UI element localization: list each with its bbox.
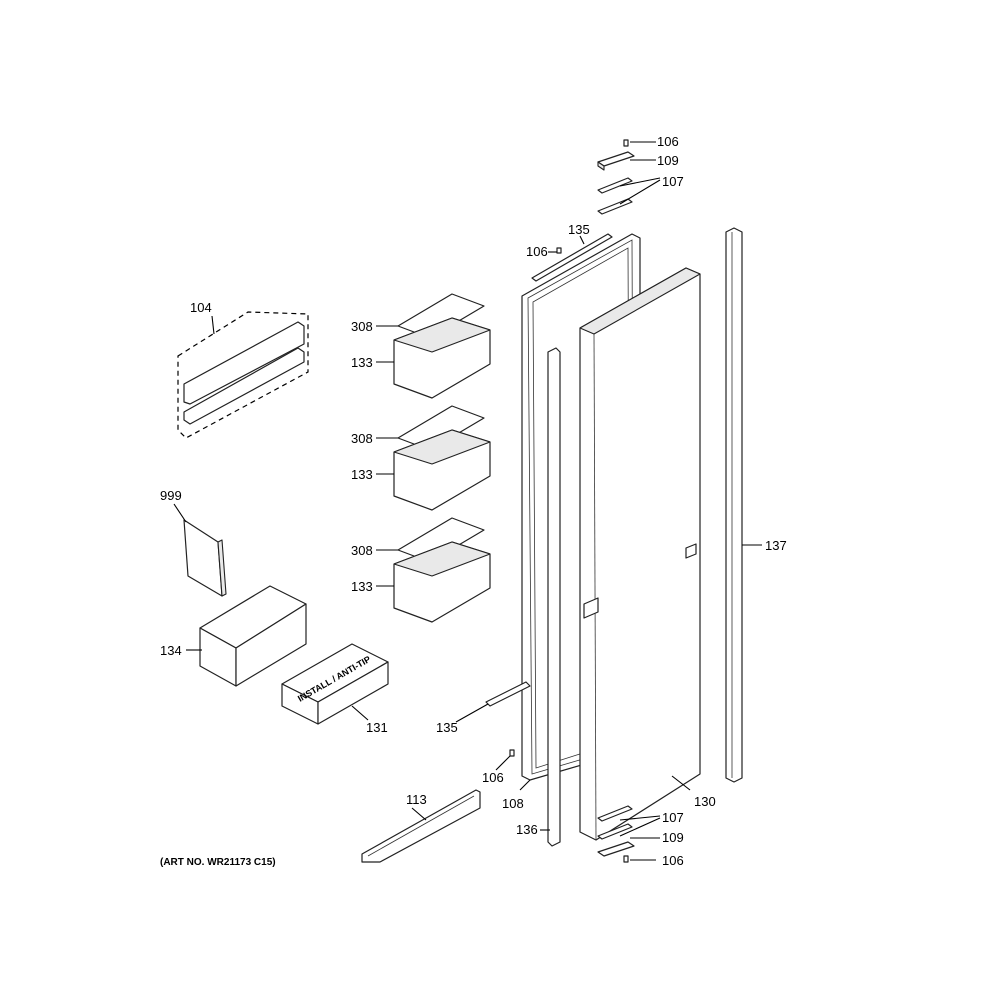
- callout-107-bottom: 107: [662, 810, 684, 825]
- part-131-install-box[interactable]: INSTALL / ANTI-TIP: [281, 643, 389, 725]
- part-133-bin-2[interactable]: [393, 429, 491, 511]
- callout-308-3: 308: [351, 543, 373, 558]
- part-130-door-panel[interactable]: [579, 267, 701, 841]
- part-104-trim-kit[interactable]: [177, 311, 309, 439]
- part-109-hinge-top[interactable]: [597, 151, 635, 171]
- callout-133-3: 133: [351, 579, 373, 594]
- callout-106-mid: 106: [526, 244, 548, 259]
- callout-130: 130: [694, 794, 716, 809]
- callout-104: 104: [190, 300, 212, 315]
- callout-133-2: 133: [351, 467, 373, 482]
- callout-135-bottom: 135: [436, 720, 458, 735]
- part-113-bracket[interactable]: [361, 789, 481, 863]
- part-133-bin-1[interactable]: [393, 317, 491, 399]
- part-107-shim-top-b[interactable]: [597, 198, 633, 215]
- callout-137: 137: [765, 538, 787, 553]
- art-number: (ART NO. WR21173 C15): [160, 857, 276, 868]
- part-106-screw-low[interactable]: [509, 749, 515, 757]
- part-107-shim-bottom-b[interactable]: [597, 823, 633, 840]
- part-137-side-trim[interactable]: [725, 227, 743, 783]
- callout-106-top: 106: [657, 134, 679, 149]
- callout-106-bottom: 106: [662, 853, 684, 868]
- part-999-manual[interactable]: [183, 519, 227, 597]
- part-134-box[interactable]: [199, 585, 307, 687]
- part-106-screw-mid[interactable]: [556, 247, 562, 254]
- callout-labels: 106 109 107 135 106 104 308 133 308 133 …: [160, 134, 787, 868]
- part-133-bin-3[interactable]: [393, 541, 491, 623]
- callout-131: 131: [366, 720, 388, 735]
- callout-107-top: 107: [662, 174, 684, 189]
- callout-135-top: 135: [568, 222, 590, 237]
- callout-109-bottom: 109: [662, 830, 684, 845]
- leader-lines: [173, 141, 762, 861]
- callout-308-1: 308: [351, 319, 373, 334]
- callout-113: 113: [406, 792, 427, 807]
- part-136-side-trim[interactable]: [547, 347, 561, 847]
- callout-106-low: 106: [482, 770, 504, 785]
- callout-136: 136: [516, 822, 538, 837]
- part-135-top-trim[interactable]: [531, 233, 613, 282]
- part-107-shim-top-a[interactable]: [597, 177, 633, 194]
- part-107-shim-bottom-a[interactable]: [597, 805, 633, 822]
- callout-109-top: 109: [657, 153, 679, 168]
- callout-133-1: 133: [351, 355, 373, 370]
- part-106-screw-top[interactable]: [623, 139, 629, 147]
- callout-308-2: 308: [351, 431, 373, 446]
- callout-999: 999: [160, 488, 182, 503]
- part-109-hinge-bottom[interactable]: [597, 841, 635, 857]
- part-106-screw-bottom[interactable]: [623, 855, 629, 863]
- part-135-bottom-trim[interactable]: [485, 681, 531, 707]
- callout-108: 108: [502, 796, 524, 811]
- callout-134: 134: [160, 643, 182, 658]
